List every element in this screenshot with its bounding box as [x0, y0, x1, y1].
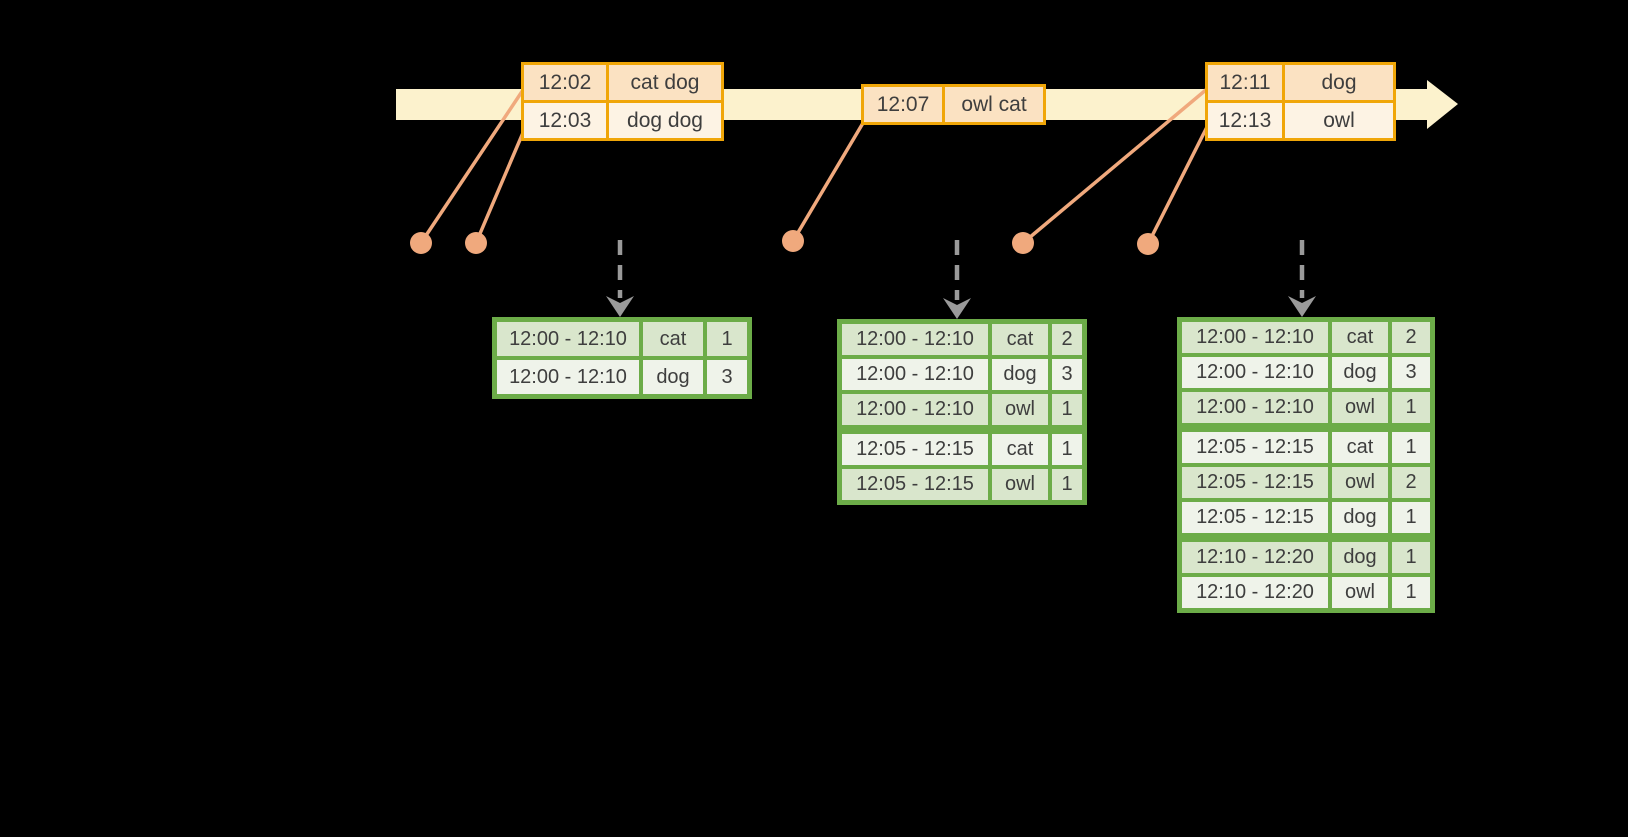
cell-word: owl — [1332, 577, 1388, 608]
cell-window: 12:05 - 12:15 — [1182, 502, 1328, 533]
event-dot — [1012, 232, 1034, 254]
cell-word: dog — [1332, 502, 1388, 533]
cell-count: 1 — [1052, 394, 1082, 425]
cell-words: cat dog — [609, 65, 721, 100]
cell-word: cat — [643, 322, 703, 356]
cell-word: dog — [1332, 542, 1388, 573]
cell-count: 2 — [1392, 322, 1430, 353]
cell-time: 12:02 — [524, 65, 606, 100]
cell-word: owl — [992, 469, 1048, 500]
cell-window: 12:05 - 12:15 — [842, 469, 988, 500]
cell-count: 2 — [1392, 467, 1430, 498]
cell-words: owl — [1285, 103, 1393, 138]
cell-window: 12:00 - 12:10 — [497, 360, 639, 394]
cell-word: cat — [992, 324, 1048, 355]
connector-line — [1146, 126, 1209, 245]
cell-count: 1 — [707, 322, 747, 356]
cell-time: 12:13 — [1208, 103, 1282, 138]
cell-window: 12:00 - 12:10 — [1182, 322, 1328, 353]
cell-count: 1 — [1392, 502, 1430, 533]
cell-word: owl — [992, 394, 1048, 425]
cell-count: 1 — [1052, 434, 1082, 465]
cell-window: 12:00 - 12:10 — [842, 359, 988, 390]
trigger-arrowhead-icon — [943, 298, 971, 319]
cell-window: 12:00 - 12:10 — [497, 322, 639, 356]
cell-words: dog — [1285, 65, 1393, 100]
cell-time: 12:11 — [1208, 65, 1282, 100]
cell-count: 1 — [1392, 392, 1430, 423]
trigger-arrowhead-icon — [1288, 296, 1316, 317]
cell-window: 12:05 - 12:15 — [1182, 432, 1328, 463]
cell-count: 3 — [1052, 359, 1082, 390]
cell-words: dog dog — [609, 103, 721, 138]
connector-line — [1021, 87, 1209, 245]
cell-word: dog — [992, 359, 1048, 390]
cell-window: 12:00 - 12:10 — [842, 324, 988, 355]
event-dot — [782, 230, 804, 252]
cell-window: 12:00 - 12:10 — [1182, 392, 1328, 423]
cell-window: 12:10 - 12:20 — [1182, 542, 1328, 573]
event-dot — [410, 232, 432, 254]
cell-time: 12:07 — [864, 87, 942, 122]
cell-count: 3 — [707, 360, 747, 394]
cell-word: cat — [1332, 432, 1388, 463]
connector-line — [419, 89, 525, 244]
cell-count: 1 — [1392, 542, 1430, 573]
cell-window: 12:05 - 12:15 — [842, 434, 988, 465]
cell-window: 12:10 - 12:20 — [1182, 577, 1328, 608]
trigger-arrowhead-icon — [606, 296, 634, 317]
cell-word: cat — [992, 434, 1048, 465]
cell-word: cat — [1332, 322, 1388, 353]
cell-count: 3 — [1392, 357, 1430, 388]
cell-count: 2 — [1052, 324, 1082, 355]
cell-window: 12:00 - 12:10 — [842, 394, 988, 425]
cell-window: 12:05 - 12:15 — [1182, 467, 1328, 498]
cell-count: 1 — [1052, 469, 1082, 500]
event-dot — [465, 232, 487, 254]
connector-line — [474, 127, 527, 244]
cell-time: 12:03 — [524, 103, 606, 138]
cell-window: 12:00 - 12:10 — [1182, 357, 1328, 388]
cell-word: owl — [1332, 467, 1388, 498]
timeline-arrowhead-icon — [1427, 80, 1458, 129]
event-dot — [1137, 233, 1159, 255]
cell-count: 1 — [1392, 577, 1430, 608]
cell-words: owl cat — [945, 87, 1043, 122]
cell-word: owl — [1332, 392, 1388, 423]
connector-line — [791, 122, 865, 242]
cell-word: dog — [643, 360, 703, 394]
cell-word: dog — [1332, 357, 1388, 388]
cell-count: 1 — [1392, 432, 1430, 463]
